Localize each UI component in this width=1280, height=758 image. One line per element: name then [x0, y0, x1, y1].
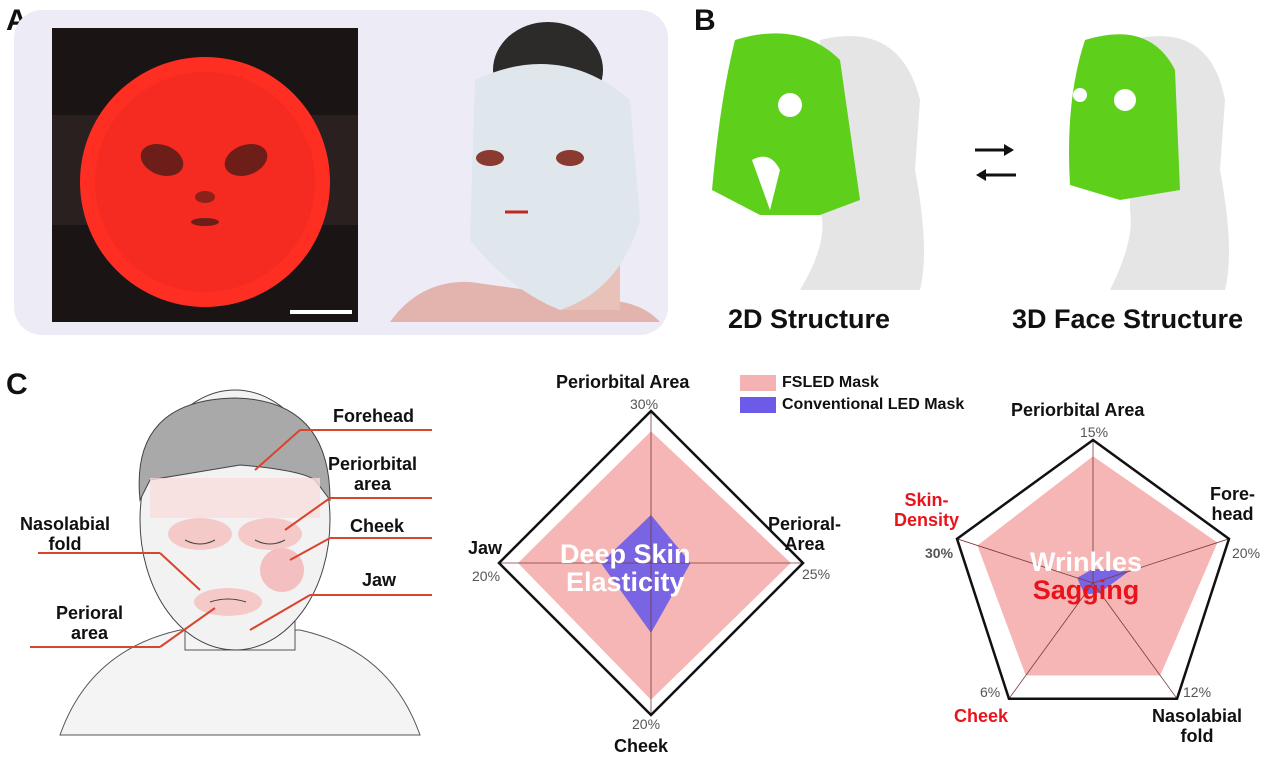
radar2-series-fsled: [977, 456, 1218, 676]
radar2-axis-line-2: [1092, 582, 1178, 699]
panel-b-letter: B: [694, 4, 716, 37]
legend: FSLED Mask Conventional LED Mask: [740, 372, 964, 416]
face-diagram: [59, 389, 421, 736]
radar1-axis-label-jaw: Jaw: [468, 538, 503, 558]
led-mask-photo: [52, 28, 358, 322]
radar2-axis-line-3: [1008, 582, 1094, 699]
radar2-tick-skin-density: 30%: [925, 545, 954, 561]
radar1-center-label-2: Elasticity: [565, 567, 685, 597]
label-forehead: Forehead: [333, 406, 415, 426]
radar2-tick-periorbital: 15%: [1080, 424, 1109, 440]
caption-3d-face-structure: 3D Face Structure: [1012, 304, 1244, 334]
radar2-axis-line-4: [956, 538, 1094, 584]
legend-swatch-fsled: [740, 375, 776, 391]
legend-item-conventional: Conventional LED Mask: [740, 394, 964, 416]
radar1-tick-periorbital: 30%: [630, 396, 659, 412]
radar2-tick-cheek: 6%: [980, 684, 1001, 700]
radar1-axis-label-cheek: Cheek: [614, 736, 669, 756]
radar1-tick-cheek: 20%: [632, 716, 661, 732]
radar2-axis-label-forehead-1: Fore-: [1210, 484, 1255, 504]
radar2-axis-label-skin-density-1: Skin-: [904, 490, 949, 510]
radar1-axis-label-perioral-2: Area: [784, 534, 825, 554]
caption-2d-structure: 2D Structure: [728, 304, 891, 334]
label-perioral-2: area: [71, 623, 109, 643]
radar2-tick-nasolabial: 12%: [1183, 684, 1212, 700]
label-nasolabial-1: Nasolabial: [20, 514, 111, 534]
radar2-axis-label-cheek: Cheek: [954, 706, 1009, 726]
head-2d-structure: [712, 33, 924, 290]
radar2-axis-label-periorbital: Periorbital Area: [1011, 400, 1145, 420]
label-jaw: Jaw: [362, 570, 397, 590]
radar1-series-conventional: [600, 514, 691, 633]
label-cheek: Cheek: [350, 516, 405, 536]
mask-wearing-render: [390, 22, 660, 322]
radar2-axis-label-forehead-2: head: [1211, 504, 1254, 524]
radar2-center-label-2: Sagging: [1032, 575, 1140, 605]
radar2-center-label-1: Wrinkles: [1030, 547, 1143, 577]
radar1-tick-jaw: 20%: [472, 568, 501, 584]
radar2-axis-label-nasolabial-2: fold: [1180, 726, 1214, 746]
legend-item-fsled: FSLED Mask: [740, 372, 964, 394]
radar2-tick-forehead: 20%: [1232, 545, 1261, 561]
radar2-axis-label-skin-density-2: Density: [894, 510, 960, 530]
head-3d-structure: [1069, 34, 1229, 290]
panel-c-letter: C: [6, 368, 28, 401]
legend-swatch-conventional: [740, 397, 776, 413]
radar2-axis-line-1: [1092, 538, 1230, 584]
radar1-axis-label-perioral-1: Perioral-: [768, 514, 842, 534]
radar1-tick-perioral: 25%: [802, 566, 831, 582]
radar1-outline: [497, 409, 805, 717]
label-nasolabial-2: fold: [48, 534, 82, 554]
legend-label-fsled: FSLED Mask: [782, 374, 879, 391]
radar2-outline: [955, 438, 1231, 700]
radar2-axis-label-nasolabial-1: Nasolabial: [1152, 706, 1243, 726]
label-perioral-1: Perioral: [56, 603, 124, 623]
face-leader-lines: [30, 429, 432, 648]
legend-label-conventional: Conventional LED Mask: [782, 396, 965, 413]
swap-arrows-icon: [975, 144, 1016, 181]
radar1-center-label-1: Deep Skin: [560, 539, 691, 569]
label-periorbital-2: area: [353, 474, 392, 494]
label-periorbital-1: Periorbital: [328, 454, 418, 474]
radar1-axis-label-periorbital: Periorbital Area: [556, 372, 690, 392]
